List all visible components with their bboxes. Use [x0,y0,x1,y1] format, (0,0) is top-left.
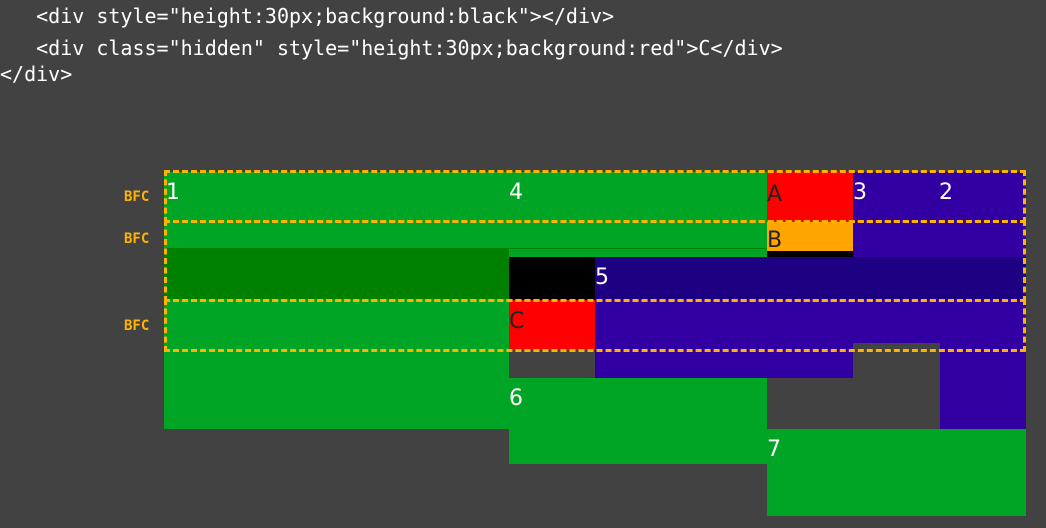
block-b [767,222,853,251]
label-2: 2 [939,180,953,205]
bfc-label-1: BFC [124,189,150,205]
code-line-3: </div> [0,62,73,86]
bfc-label-3: BFC [124,318,150,334]
block-5-bottom [595,343,853,378]
label-b: B [767,228,783,253]
block-5-lower [595,300,1026,343]
block-5 [595,257,1026,300]
code-line-1: <div style="height:30px;background:black… [0,4,615,28]
label-4: 4 [509,180,523,205]
block-3 [853,172,940,222]
gap-under-c [509,350,595,378]
green-band-gap [164,248,767,249]
label-5: 5 [595,265,609,290]
green-band-b [509,249,767,257]
label-3: 3 [853,180,867,205]
block-c [509,300,595,350]
bfc-label-2: BFC [124,231,150,247]
code-line-2: <div class="hidden" style="height:30px;b… [0,36,783,60]
black-block [509,257,595,300]
block-b-shadow [767,251,853,257]
block-2-tail [940,343,1026,429]
label-7: 7 [767,437,781,462]
label-a: A [767,182,783,207]
gap-under-5 [767,378,853,429]
block-1-inner-dark [164,249,509,299]
block-6 [509,378,767,464]
label-1: 1 [166,180,180,205]
block-a [767,172,853,222]
label-6: 6 [509,386,523,411]
block-7 [767,429,1026,516]
label-c: C [509,309,525,334]
gap-right-lower [853,343,940,429]
